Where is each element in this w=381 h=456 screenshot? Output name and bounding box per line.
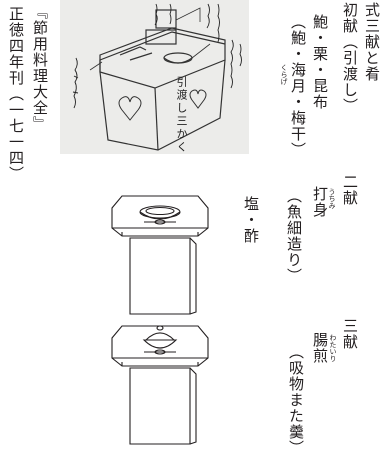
third-course-item: 腸煎 — [311, 332, 329, 364]
ruby-wataiiri: わたいり — [329, 334, 337, 362]
third-course-tray-drawing — [111, 325, 209, 445]
sanpo-tray-drawing — [60, 0, 249, 154]
second-course-item: 打身 — [311, 186, 329, 218]
first-course-heading: 初献（引渡し） — [341, 2, 359, 114]
condiments: 塩・酢 — [242, 196, 260, 244]
ruby-uchimi: うちみ — [328, 188, 336, 209]
first-course-items: 鮑・栗・昆布 — [311, 14, 329, 110]
first-course-items-alt: （鮑・海月・梅干） — [289, 14, 307, 158]
illustration-note-b: 引渡し三かく — [175, 76, 188, 154]
second-course-tray-drawing — [111, 195, 209, 315]
third-course-heading: 三献 — [341, 318, 359, 350]
source-date: 正徳四年刊（一七一四） — [7, 6, 25, 182]
woodblock-illustration: 引渡し三かく — [60, 0, 249, 154]
second-course-heading: 二献 — [341, 174, 359, 206]
main-title: 式三献と肴 — [363, 2, 381, 82]
second-course-sub: （魚細造り） — [285, 188, 303, 284]
ruby-kurage: くらげ — [280, 64, 288, 85]
third-course-sub: （吸物また羹） — [287, 344, 305, 456]
source-title: 『節用料理大全』 — [31, 4, 49, 132]
